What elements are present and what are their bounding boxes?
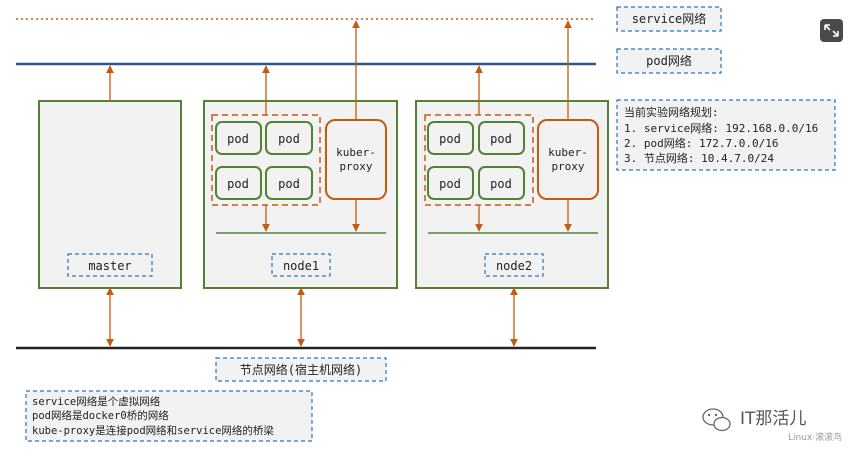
node1-pod-4-label: pod (278, 177, 300, 191)
node1-pod-2 (265, 121, 313, 155)
network-plan-item-1: 1. service网络: 192.168.0.0/16 (624, 121, 818, 135)
node2-kube-proxy-label-2: proxy (551, 160, 584, 173)
note-line-2: pod网络是docker0桥的网络 (32, 409, 169, 422)
service-network-legend-label: service网络 (632, 11, 707, 26)
watermark-brand: IT那活儿 (740, 409, 806, 429)
watermark-sub: Linux·滚滚鸟 (788, 431, 842, 443)
node1-label-box (271, 253, 331, 277)
note-line-3: kube-proxy是连接pod网络和service网络的桥梁 (32, 424, 274, 437)
node-network-label-box (215, 357, 387, 382)
node2-pod-1-label: pod (439, 132, 461, 146)
node2-label-box (484, 253, 544, 277)
network-plan-item-2: 2. pod网络: 172.7.0.0/16 (624, 136, 778, 150)
node2-pod-2 (478, 121, 525, 155)
node2-pod-4-label: pod (490, 177, 512, 191)
network-plan-box (616, 99, 836, 171)
pod-network-legend-label: pod网络 (646, 53, 692, 68)
node2-label: node2 (496, 259, 532, 273)
notes-box (25, 390, 313, 442)
service-network-legend-box (616, 6, 722, 32)
wechat-icon (702, 408, 731, 432)
expand-icon[interactable] (820, 19, 843, 42)
pod-network-legend-box (616, 48, 722, 74)
node1-pod-3-label: pod (227, 177, 249, 191)
node1-pod-4 (265, 166, 313, 200)
node1-pod-2-label: pod (278, 132, 300, 146)
node1-label: node1 (283, 259, 319, 273)
master-label: master (88, 259, 131, 273)
network-plan-item-3: 3. 节点网络: 10.4.7.0/24 (624, 151, 774, 165)
node2-pod-1 (427, 121, 474, 155)
node2-pod-3 (427, 166, 474, 200)
node-network-label: 节点网络(宿主机网络) (240, 362, 362, 377)
node1-pod-3 (215, 166, 262, 200)
node1-kube-proxy-label-2: proxy (339, 160, 372, 173)
node1-kube-proxy-label-1: kuber- (336, 146, 376, 159)
node1-pod-1-label: pod (227, 132, 249, 146)
node2-pod-2-label: pod (490, 132, 512, 146)
node2-pod-3-label: pod (439, 177, 461, 191)
node1-pod-1 (215, 121, 262, 155)
network-plan-title: 当前实验网络规划: (624, 105, 719, 119)
master-label-box (67, 253, 153, 277)
note-line-1: service网络是个虚拟网络 (32, 395, 161, 408)
node2-kube-proxy-label-1: kuber- (548, 146, 588, 159)
node2-pod-4 (478, 166, 525, 200)
